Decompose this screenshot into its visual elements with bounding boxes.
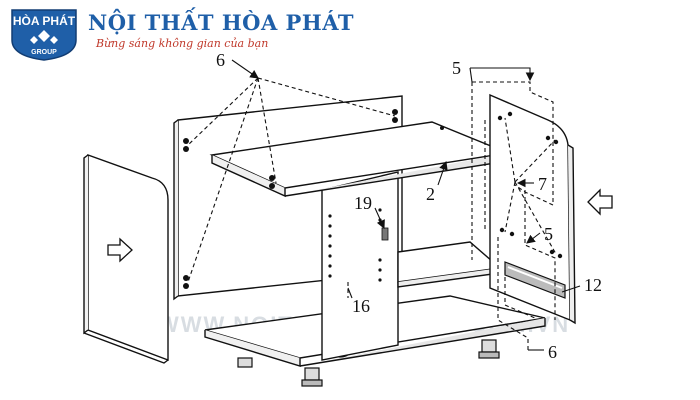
divider-holes [328,208,382,282]
inner-shelf [397,241,502,288]
logo-line2: GROUP [31,49,57,56]
top-panel [209,121,511,198]
logo-emblem-icon [30,30,58,44]
dashed-guide-lines [187,77,557,350]
left-arrow-icon [107,237,133,263]
logo-line1: HÒA PHÁT [13,13,76,28]
logo-badge: HÒA PHÁT GROUP [11,9,77,61]
callout-top-left-6: 6 [216,50,225,70]
cam-lock-19 [381,227,389,241]
callout-top-right-5: 5 [452,58,461,78]
callout-part-5: 5 [544,224,553,244]
callout-part-12: 12 [584,275,602,295]
callout-part-19: 19 [354,193,372,213]
callout-part-2: 2 [426,184,435,204]
right-arrow-icon [587,188,613,216]
callout-leaders [231,59,581,351]
callout-part-16: 16 [352,296,370,316]
brand-slogan: Bừng sáng không gian của bạn [96,37,269,50]
callout-part-7: 7 [538,174,547,194]
top-panel-holes [269,126,444,189]
brand-name: NỘI THẤT HÒA PHÁT [88,10,354,35]
callout-bottom-6: 6 [548,342,557,362]
left-side-panel [83,154,169,364]
right-panel-holes [497,111,563,259]
back-panel-holes [183,109,398,289]
